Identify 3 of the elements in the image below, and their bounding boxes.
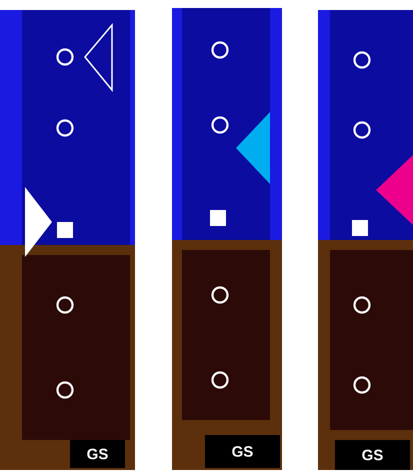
gs-label: GS [70,440,125,468]
gs-label: GS [205,435,280,468]
gs-label: GS [335,440,410,470]
